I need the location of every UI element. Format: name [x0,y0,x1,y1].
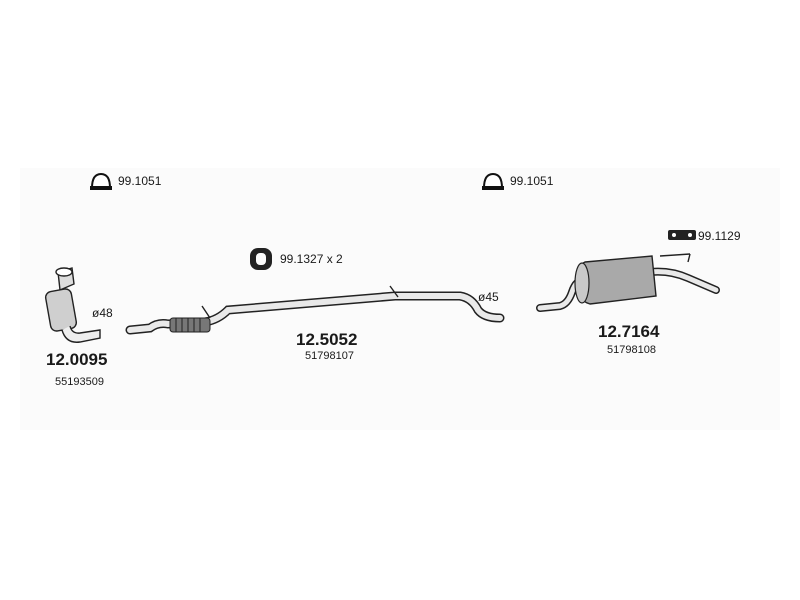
middle-pipe-oem-number: 51798107 [305,350,354,362]
mid-diameter-label: ø45 [478,290,499,304]
catalyst-part-number: 12.0095 [46,350,108,369]
middle-pipe-icon [125,285,505,335]
clamp-part-number: 99.1051 [510,174,554,188]
rear-box-oem-number: 51798108 [607,344,656,356]
front-diameter-label: ø48 [92,306,113,320]
clamp-part-number: 99.1051 [118,174,162,188]
bracket-part-number: 99.1129 [698,229,741,243]
clamp-icon [482,172,504,190]
rear-box-part-number: 12.7164 [598,322,660,341]
rear-silencer-icon [536,253,720,312]
catalyst-converter-icon [44,267,101,343]
rubber-mount-icon [250,248,272,270]
catalyst-oem-number: 55193509 [55,376,104,388]
rubber-mount-part-number: 99.1327 x 2 [280,252,343,266]
bracket-icon [668,230,696,240]
clamp-icon [90,172,112,190]
middle-pipe-part-number: 12.5052 [296,330,358,349]
